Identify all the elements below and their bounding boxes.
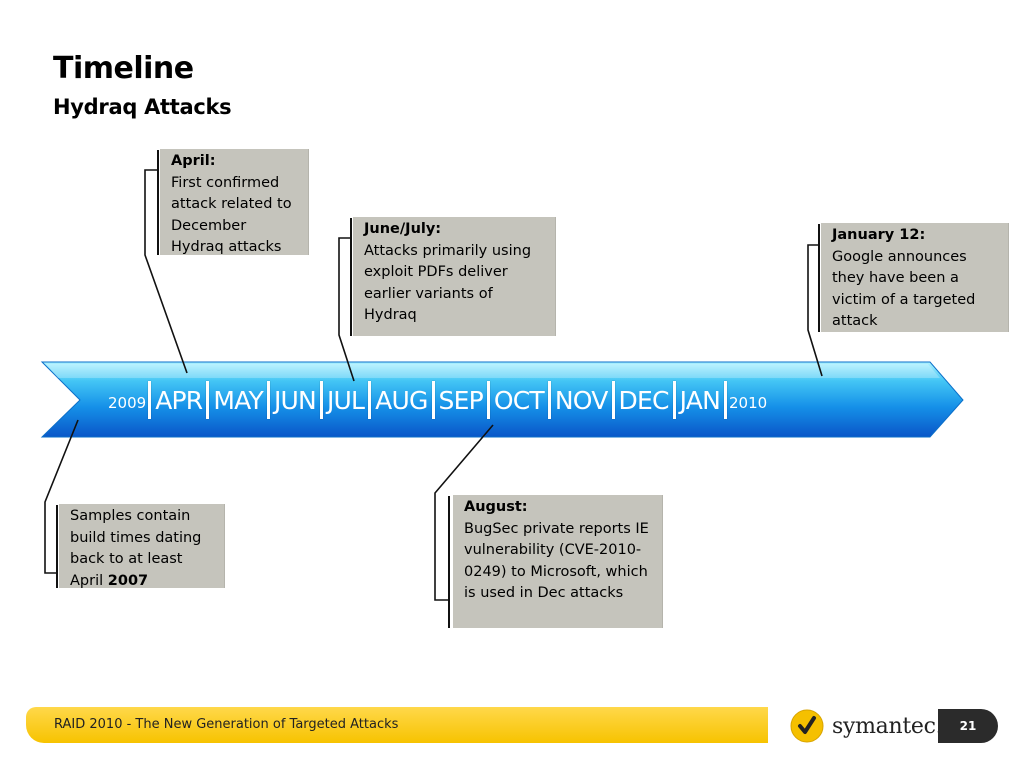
callout-june-july: June/July: Attacks primarily using explo… bbox=[353, 217, 556, 336]
callout-april-text: First confirmed attack related to Decemb… bbox=[171, 174, 292, 256]
month-label: JAN bbox=[679, 385, 721, 415]
month-label: APR bbox=[155, 385, 203, 415]
connector-august bbox=[434, 424, 494, 601]
month-label: OCT bbox=[493, 385, 545, 415]
symantec-logo: symantec. bbox=[788, 708, 943, 744]
callout-august-heading: August: bbox=[464, 499, 528, 515]
slide-subtitle: Hydraq Attacks bbox=[53, 95, 232, 119]
month-divider bbox=[206, 381, 210, 419]
symantec-logo-icon bbox=[790, 709, 824, 743]
callout-january-text: Google announces they have been a victim… bbox=[832, 248, 976, 330]
page-number: 21 bbox=[938, 709, 998, 743]
callout-april-heading: April: bbox=[171, 153, 216, 169]
month-label: SEP bbox=[438, 385, 484, 415]
month-label: AUG bbox=[375, 385, 428, 415]
callout-samples: Samples contain build times dating back … bbox=[59, 504, 225, 589]
month-divider bbox=[319, 381, 323, 419]
end-year: 2010 bbox=[728, 394, 768, 412]
callout-august-text: BugSec private reports IE vulnerability … bbox=[464, 520, 649, 602]
month-divider bbox=[266, 381, 270, 419]
start-year: 2009 bbox=[108, 394, 147, 412]
month-divider bbox=[672, 381, 676, 419]
month-divider bbox=[547, 381, 551, 419]
symantec-brand-text: symantec. bbox=[832, 713, 943, 739]
slide-title: Timeline bbox=[53, 51, 194, 86]
connector-june-july bbox=[338, 237, 355, 382]
connector-samples bbox=[44, 419, 79, 574]
connector-january bbox=[807, 244, 823, 377]
month-label: JUN bbox=[273, 385, 317, 415]
footer-text: RAID 2010 - The New Generation of Target… bbox=[54, 717, 399, 732]
callout-january-heading: January 12: bbox=[832, 227, 926, 243]
callout-june-july-text: Attacks primarily using exploit PDFs del… bbox=[364, 242, 532, 324]
callout-june-july-heading: June/July: bbox=[364, 221, 442, 237]
timeline-labels: 2009 APR MAY JUN JUL AUG SEP OCT NOV DEC… bbox=[108, 378, 928, 422]
month-label: NOV bbox=[554, 385, 608, 415]
month-divider bbox=[148, 381, 152, 419]
timeline-arrow bbox=[40, 361, 964, 438]
month-label: DEC bbox=[618, 385, 670, 415]
month-divider bbox=[486, 381, 490, 419]
month-divider bbox=[431, 381, 435, 419]
callout-january: January 12: Google announces they have b… bbox=[821, 223, 1009, 332]
callout-august: August: BugSec private reports IE vulner… bbox=[453, 495, 663, 628]
month-divider bbox=[368, 381, 372, 419]
callout-samples-year: 2007 bbox=[107, 572, 149, 589]
month-label: JUL bbox=[326, 385, 365, 415]
month-divider bbox=[611, 381, 615, 419]
month-label: MAY bbox=[213, 385, 263, 415]
footer-bar bbox=[26, 707, 768, 743]
connector-april bbox=[144, 169, 188, 374]
callout-april: April: First confirmed attack related to… bbox=[160, 149, 309, 255]
callout-samples-text: Samples contain build times dating back … bbox=[70, 508, 202, 589]
month-divider bbox=[723, 381, 727, 419]
